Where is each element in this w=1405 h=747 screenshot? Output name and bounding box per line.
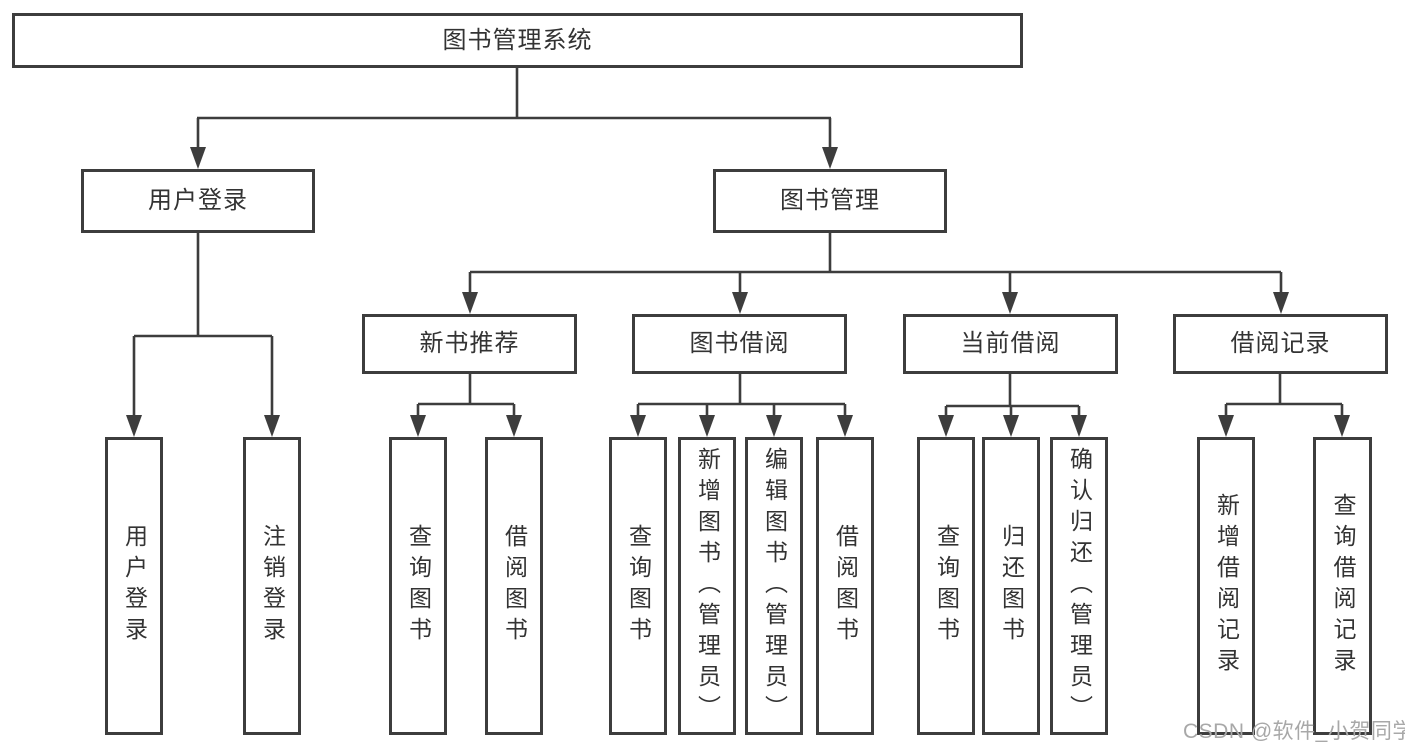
node-current-borrowing-label: 当前借阅	[960, 330, 1061, 357]
node-library-system: 图书管理系统	[12, 13, 1023, 68]
leaf-logout-label: 注销登录	[259, 524, 286, 648]
leaf-add-books-admin-label: 新增图书（管理员）	[694, 446, 721, 726]
watermark: CSDN @软件_小贺同学	[1183, 720, 1405, 743]
leaf-return-books: 归还图书	[982, 437, 1040, 735]
node-new-book-recommend: 新书推荐	[362, 314, 577, 374]
leaf-query-books-recommend: 查询图书	[389, 437, 447, 735]
leaf-add-borrow-record-label: 新增借阅记录	[1213, 493, 1240, 679]
node-new-book-recommend-label: 新书推荐	[419, 330, 520, 357]
leaf-logout: 注销登录	[243, 437, 301, 735]
leaf-edit-books-admin-label: 编辑图书（管理员）	[761, 446, 788, 726]
leaf-query-books-current-label: 查询图书	[933, 524, 960, 648]
leaf-confirm-return-admin: 确认归还（管理员）	[1050, 437, 1108, 735]
node-borrow-records: 借阅记录	[1173, 314, 1388, 374]
leaf-query-borrow-record: 查询借阅记录	[1313, 437, 1372, 735]
node-book-management-label: 图书管理	[780, 187, 880, 214]
leaf-borrow-books-recommend-label: 借阅图书	[501, 524, 528, 648]
leaf-user-login-label: 用户登录	[121, 524, 148, 648]
leaf-confirm-return-admin-label: 确认归还（管理员）	[1066, 446, 1093, 726]
arrow-down-icons	[126, 147, 1350, 437]
node-user-login-label: 用户登录	[148, 187, 248, 214]
leaf-add-books-admin: 新增图书（管理员）	[678, 437, 736, 735]
node-book-borrowing: 图书借阅	[632, 314, 847, 374]
node-book-management: 图书管理	[713, 169, 947, 233]
leaf-borrow-books-label: 借阅图书	[832, 524, 859, 648]
leaf-query-books-current: 查询图书	[917, 437, 975, 735]
leaf-query-borrow-record-label: 查询借阅记录	[1330, 493, 1356, 679]
node-book-borrowing-label: 图书借阅	[689, 330, 790, 357]
leaf-user-login: 用户登录	[105, 437, 163, 735]
leaf-query-books-recommend-label: 查询图书	[405, 524, 432, 648]
leaf-query-books-borrowing: 查询图书	[609, 437, 667, 735]
node-library-system-label: 图书管理系统	[442, 26, 593, 54]
node-borrow-records-label: 借阅记录	[1230, 330, 1331, 357]
node-current-borrowing: 当前借阅	[903, 314, 1118, 374]
leaf-borrow-books: 借阅图书	[816, 437, 874, 735]
leaf-borrow-books-recommend: 借阅图书	[485, 437, 543, 735]
leaf-return-books-label: 归还图书	[998, 524, 1025, 648]
leaf-query-books-borrowing-label: 查询图书	[625, 524, 652, 648]
leaf-edit-books-admin: 编辑图书（管理员）	[745, 437, 803, 735]
leaf-add-borrow-record: 新增借阅记录	[1197, 437, 1255, 735]
node-user-login: 用户登录	[81, 169, 315, 233]
